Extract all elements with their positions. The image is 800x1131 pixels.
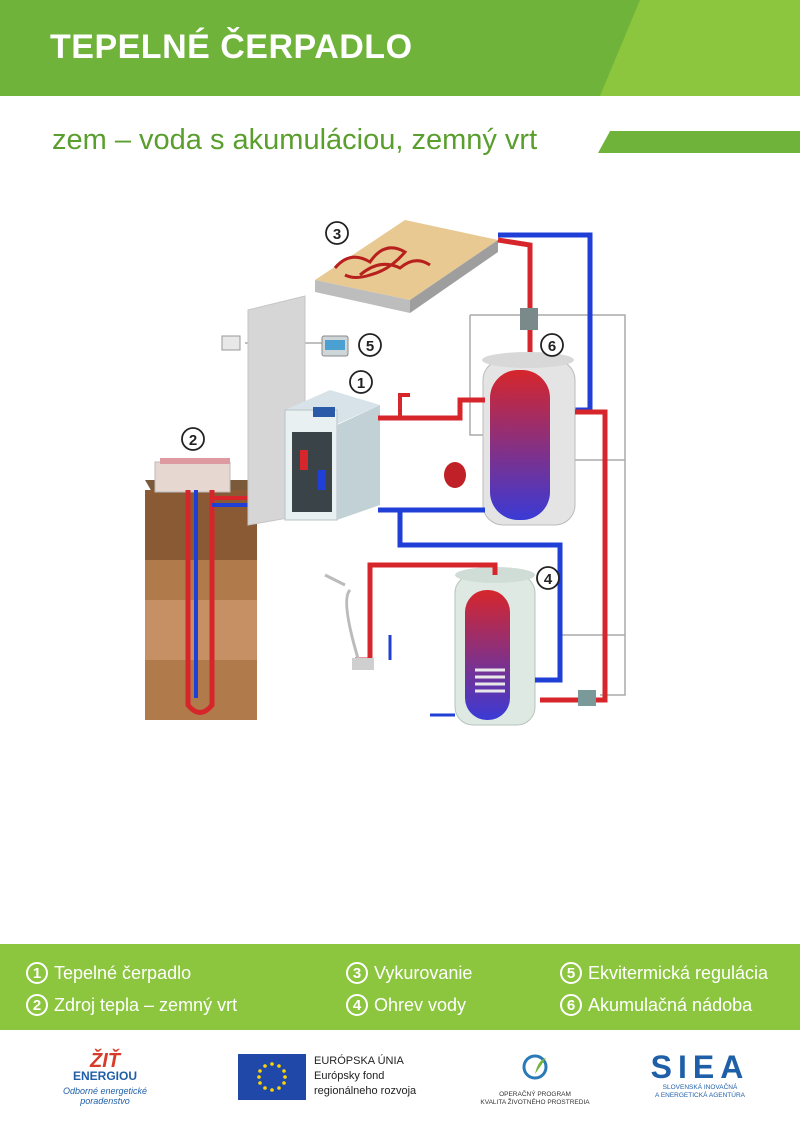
- heat-pump-unit: [284, 390, 380, 521]
- page-subtitle: zem – voda s akumuláciou, zemný vrt: [52, 124, 538, 156]
- callout-2-label: 2: [189, 432, 197, 449]
- legend-item-1: 1 Tepelné čerpadlo: [26, 962, 191, 984]
- siea-line1: SLOVENSKÁ INOVAČNÁ: [662, 1084, 738, 1091]
- legend-item-4: 4 Ohrev vody: [346, 994, 466, 1016]
- callout-5-label: 5: [366, 338, 374, 355]
- hot-water-tank: [454, 567, 536, 726]
- shower-fixture: [324, 573, 362, 666]
- pipe-hp-supply: [378, 397, 485, 421]
- zit-logo-line3: Odborné energetické poradenstvo: [62, 1086, 148, 1106]
- legend-label-3: Vykurovanie: [374, 962, 473, 983]
- legend-item-5: 5 Ekvitermická regulácia: [560, 962, 768, 984]
- callout-3: 3: [325, 221, 349, 245]
- zit-logo-line2: ENERGIOU: [72, 1069, 137, 1083]
- callout-1-label: 1: [357, 375, 365, 392]
- pipe-hp-return: [378, 507, 563, 683]
- expansion-vessel: [444, 462, 466, 488]
- siea-logo: SIEA SLOVENSKÁ INOVAČNÁ A ENERGETICKÁ AG…: [630, 1050, 770, 1110]
- legend-item-6: 6 Akumulačná nádoba: [560, 994, 752, 1016]
- header-stripe: [600, 0, 800, 96]
- subtitle-bar: [598, 131, 800, 153]
- op-leaf-icon: [522, 1054, 548, 1080]
- thermostat-screen: [325, 340, 345, 350]
- eu-flag-icon: [238, 1054, 306, 1100]
- callout-6: 6: [540, 333, 564, 357]
- op-line1: OPERAČNÝ PROGRAM: [499, 1091, 571, 1098]
- legend-num-4: 4: [346, 994, 368, 1016]
- footer-logos: ŽIŤ ENERGIOU Odborné energetické poraden…: [0, 1030, 800, 1131]
- zit-energiou-logo: ŽIŤ ENERGIOU Odborné energetické poraden…: [40, 1050, 170, 1112]
- callout-5: 5: [358, 333, 382, 357]
- eu-line3: regionálneho rozvoja: [314, 1085, 417, 1097]
- callout-1: 1: [349, 370, 373, 394]
- eu-line1: EURÓPSKA ÚNIA: [314, 1055, 404, 1067]
- legend-num-3: 3: [346, 962, 368, 984]
- siea-logo-text: SIEA: [650, 1049, 750, 1085]
- legend-label-2: Zdroj tepla – zemný vrt: [54, 994, 238, 1015]
- legend-num-2: 2: [26, 994, 48, 1016]
- hot-loop-pump: [578, 690, 596, 706]
- callout-3-label: 3: [333, 226, 341, 243]
- shower-mixer: [352, 658, 374, 670]
- legend-label-4: Ohrev vody: [374, 994, 467, 1015]
- outdoor-sensor: [221, 335, 241, 351]
- legend-bar: 1 Tepelné čerpadlo 2 Zdroj tepla – zemný…: [0, 944, 800, 1030]
- legend-label-1: Tepelné čerpadlo: [54, 962, 192, 983]
- op-kzp-logo: OPERAČNÝ PROGRAM KVALITA ŽIVOTNÉHO PROST…: [470, 1052, 600, 1112]
- eu-text: EURÓPSKA ÚNIA Európsky fond regionálneho…: [314, 1054, 416, 1104]
- callout-4-label: 4: [544, 571, 553, 588]
- legend-num-1: 1: [26, 962, 48, 984]
- heat-pump-diagram: 1 2 3 4 5 6: [145, 220, 626, 726]
- legend-item-2: 2 Zdroj tepla – zemný vrt: [26, 994, 237, 1016]
- pipe-hp-supply-2: [398, 393, 410, 418]
- page-title: TEPELNÉ ČERPADLO: [50, 28, 413, 66]
- legend-item-3: 3 Vykurovanie: [346, 962, 472, 984]
- op-line2: KVALITA ŽIVOTNÉHO PROSTREDIA: [480, 1099, 590, 1106]
- callout-6-label: 6: [548, 338, 556, 355]
- callout-4: 4: [536, 566, 560, 590]
- legend-label-6: Akumulačná nádoba: [588, 994, 753, 1015]
- siea-line2: A ENERGETICKÁ AGENTÚRA: [655, 1092, 745, 1099]
- legend-label-5: Ekvitermická regulácia: [588, 962, 769, 983]
- eu-line2: Európsky fond: [314, 1070, 385, 1082]
- pipe-heating-supply: [497, 237, 533, 355]
- legend-num-6: 6: [560, 994, 582, 1016]
- callout-2: 2: [181, 427, 205, 451]
- legend-num-5: 5: [560, 962, 582, 984]
- floor-heating: [315, 220, 498, 313]
- ground-borehole: [145, 458, 262, 720]
- accumulation-tank: [482, 352, 576, 526]
- pipe-hot-loop: [540, 409, 608, 703]
- zit-logo-line1: ŽIŤ: [90, 1050, 120, 1072]
- eu-logo: EURÓPSKA ÚNIA Európsky fond regionálneho…: [238, 1054, 438, 1104]
- pump-valve: [520, 308, 538, 330]
- header-banner: TEPELNÉ ČERPADLO: [0, 0, 800, 96]
